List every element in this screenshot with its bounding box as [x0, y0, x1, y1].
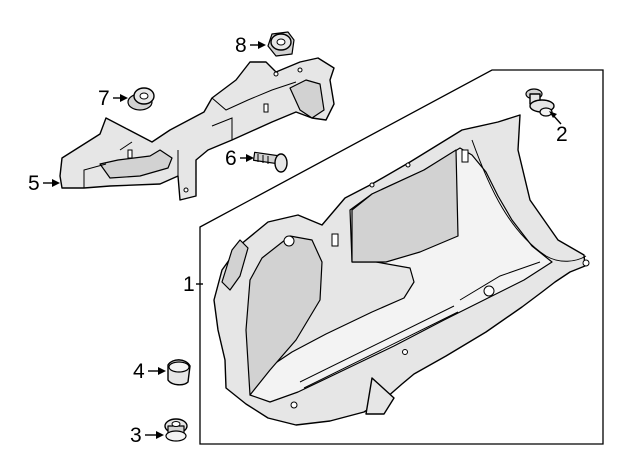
plug	[167, 359, 191, 386]
callout-3-number: 3	[130, 424, 142, 447]
callout-4: 4	[133, 360, 166, 383]
callout-2: 2	[549, 111, 568, 146]
callout-1-number: 1	[183, 273, 195, 296]
clip	[164, 418, 188, 442]
callout-5: 5	[28, 172, 60, 195]
callout-2-number: 2	[556, 123, 568, 146]
quarter-trim-panel	[213, 114, 590, 426]
callout-6: 6	[225, 147, 254, 170]
part-1-frame	[199, 69, 604, 445]
retainer	[267, 31, 295, 57]
callout-7-number: 7	[98, 87, 110, 110]
callout-6-number: 6	[225, 147, 237, 170]
callout-8: 8	[235, 34, 266, 57]
push-clip	[525, 88, 555, 117]
callout-5-number: 5	[28, 172, 40, 195]
callout-8-number: 8	[235, 34, 247, 57]
callout-1: 1	[183, 273, 203, 296]
callout-7: 7	[98, 87, 128, 110]
screw	[252, 151, 288, 173]
callout-4-number: 4	[133, 360, 145, 383]
callout-3: 3	[130, 424, 164, 447]
nut	[127, 87, 155, 111]
bracket-rail	[59, 57, 335, 201]
